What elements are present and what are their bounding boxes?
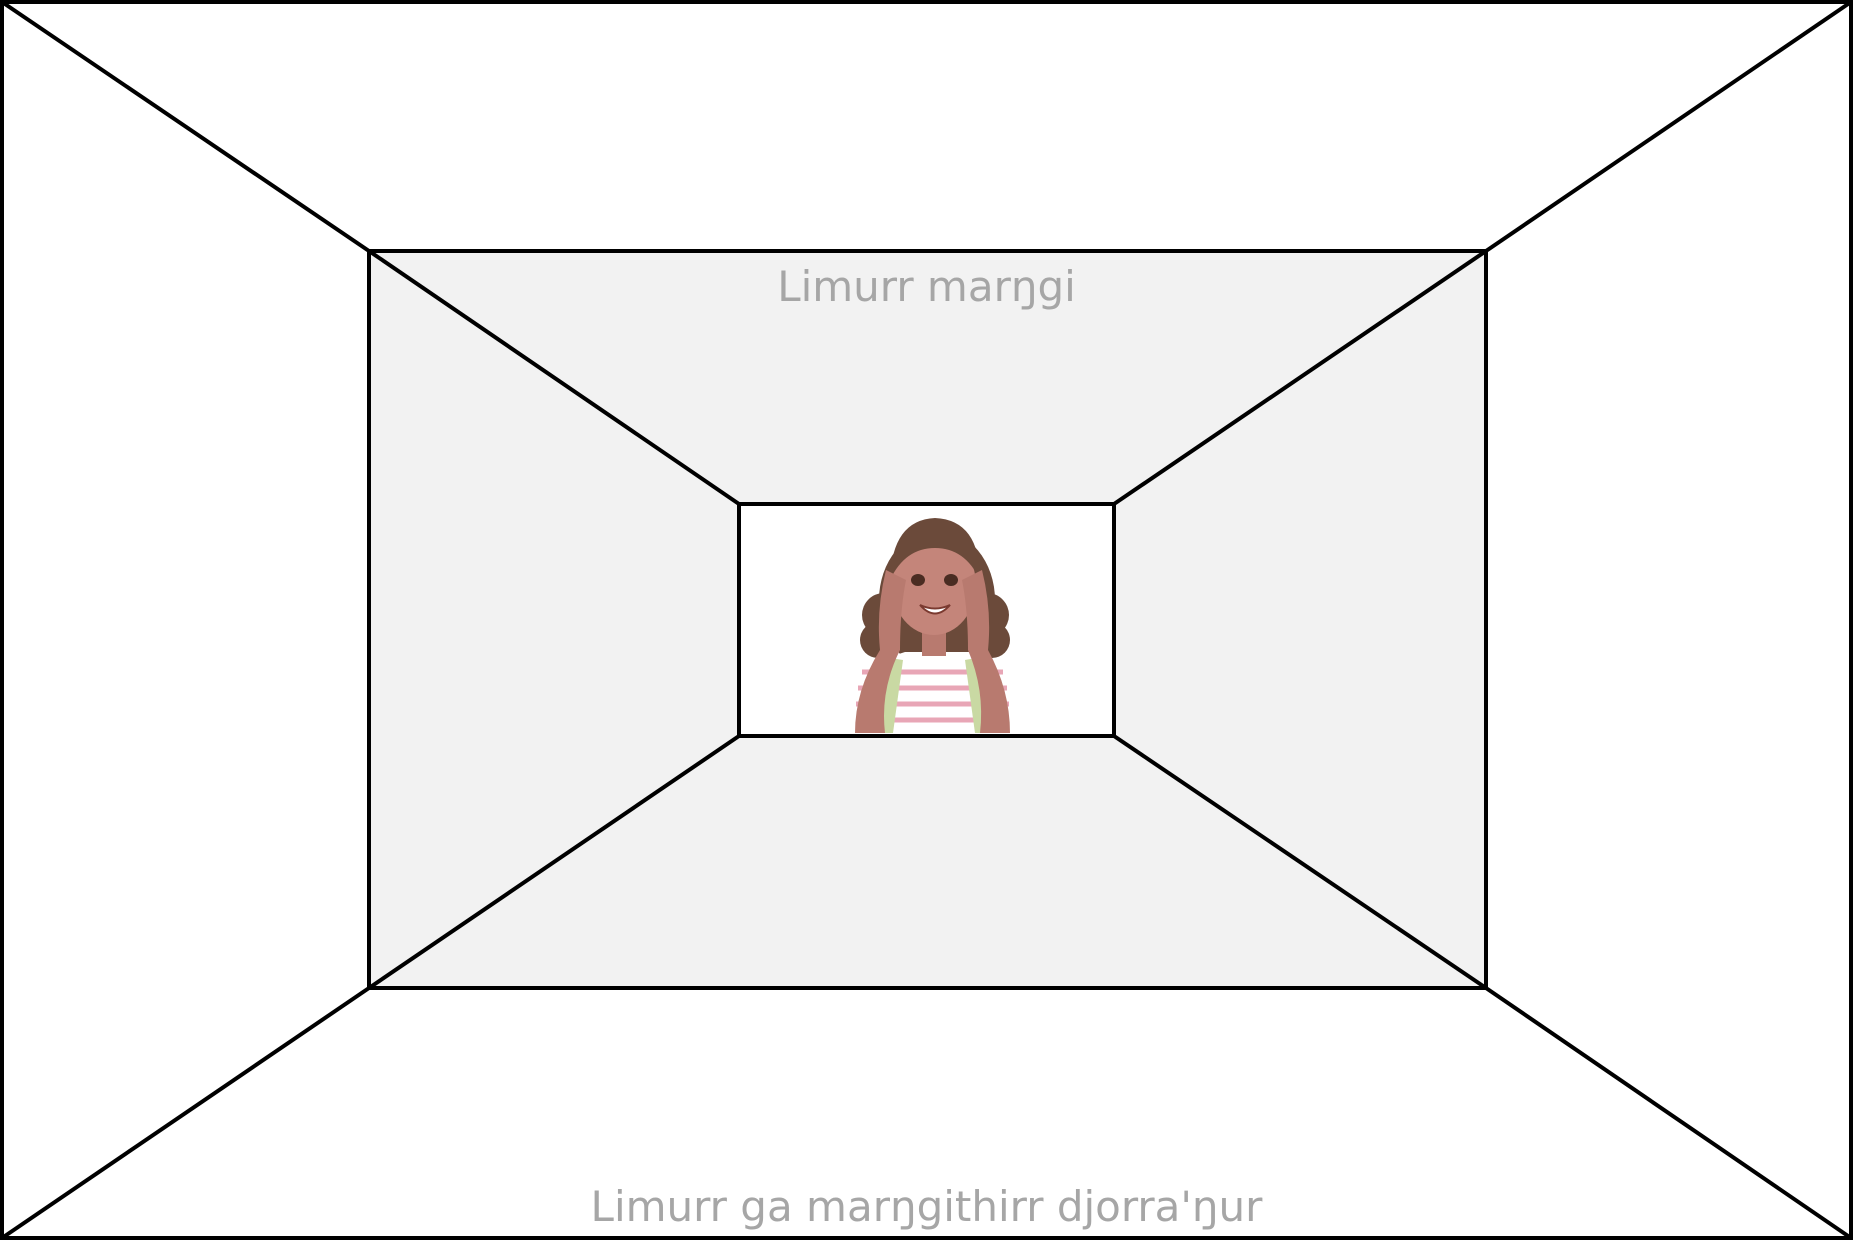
middle-frame-label: Limurr marŋgi: [0, 262, 1853, 311]
outer-frame-label: Limurr ga marŋgithirr djorra'ŋur: [0, 1182, 1853, 1231]
